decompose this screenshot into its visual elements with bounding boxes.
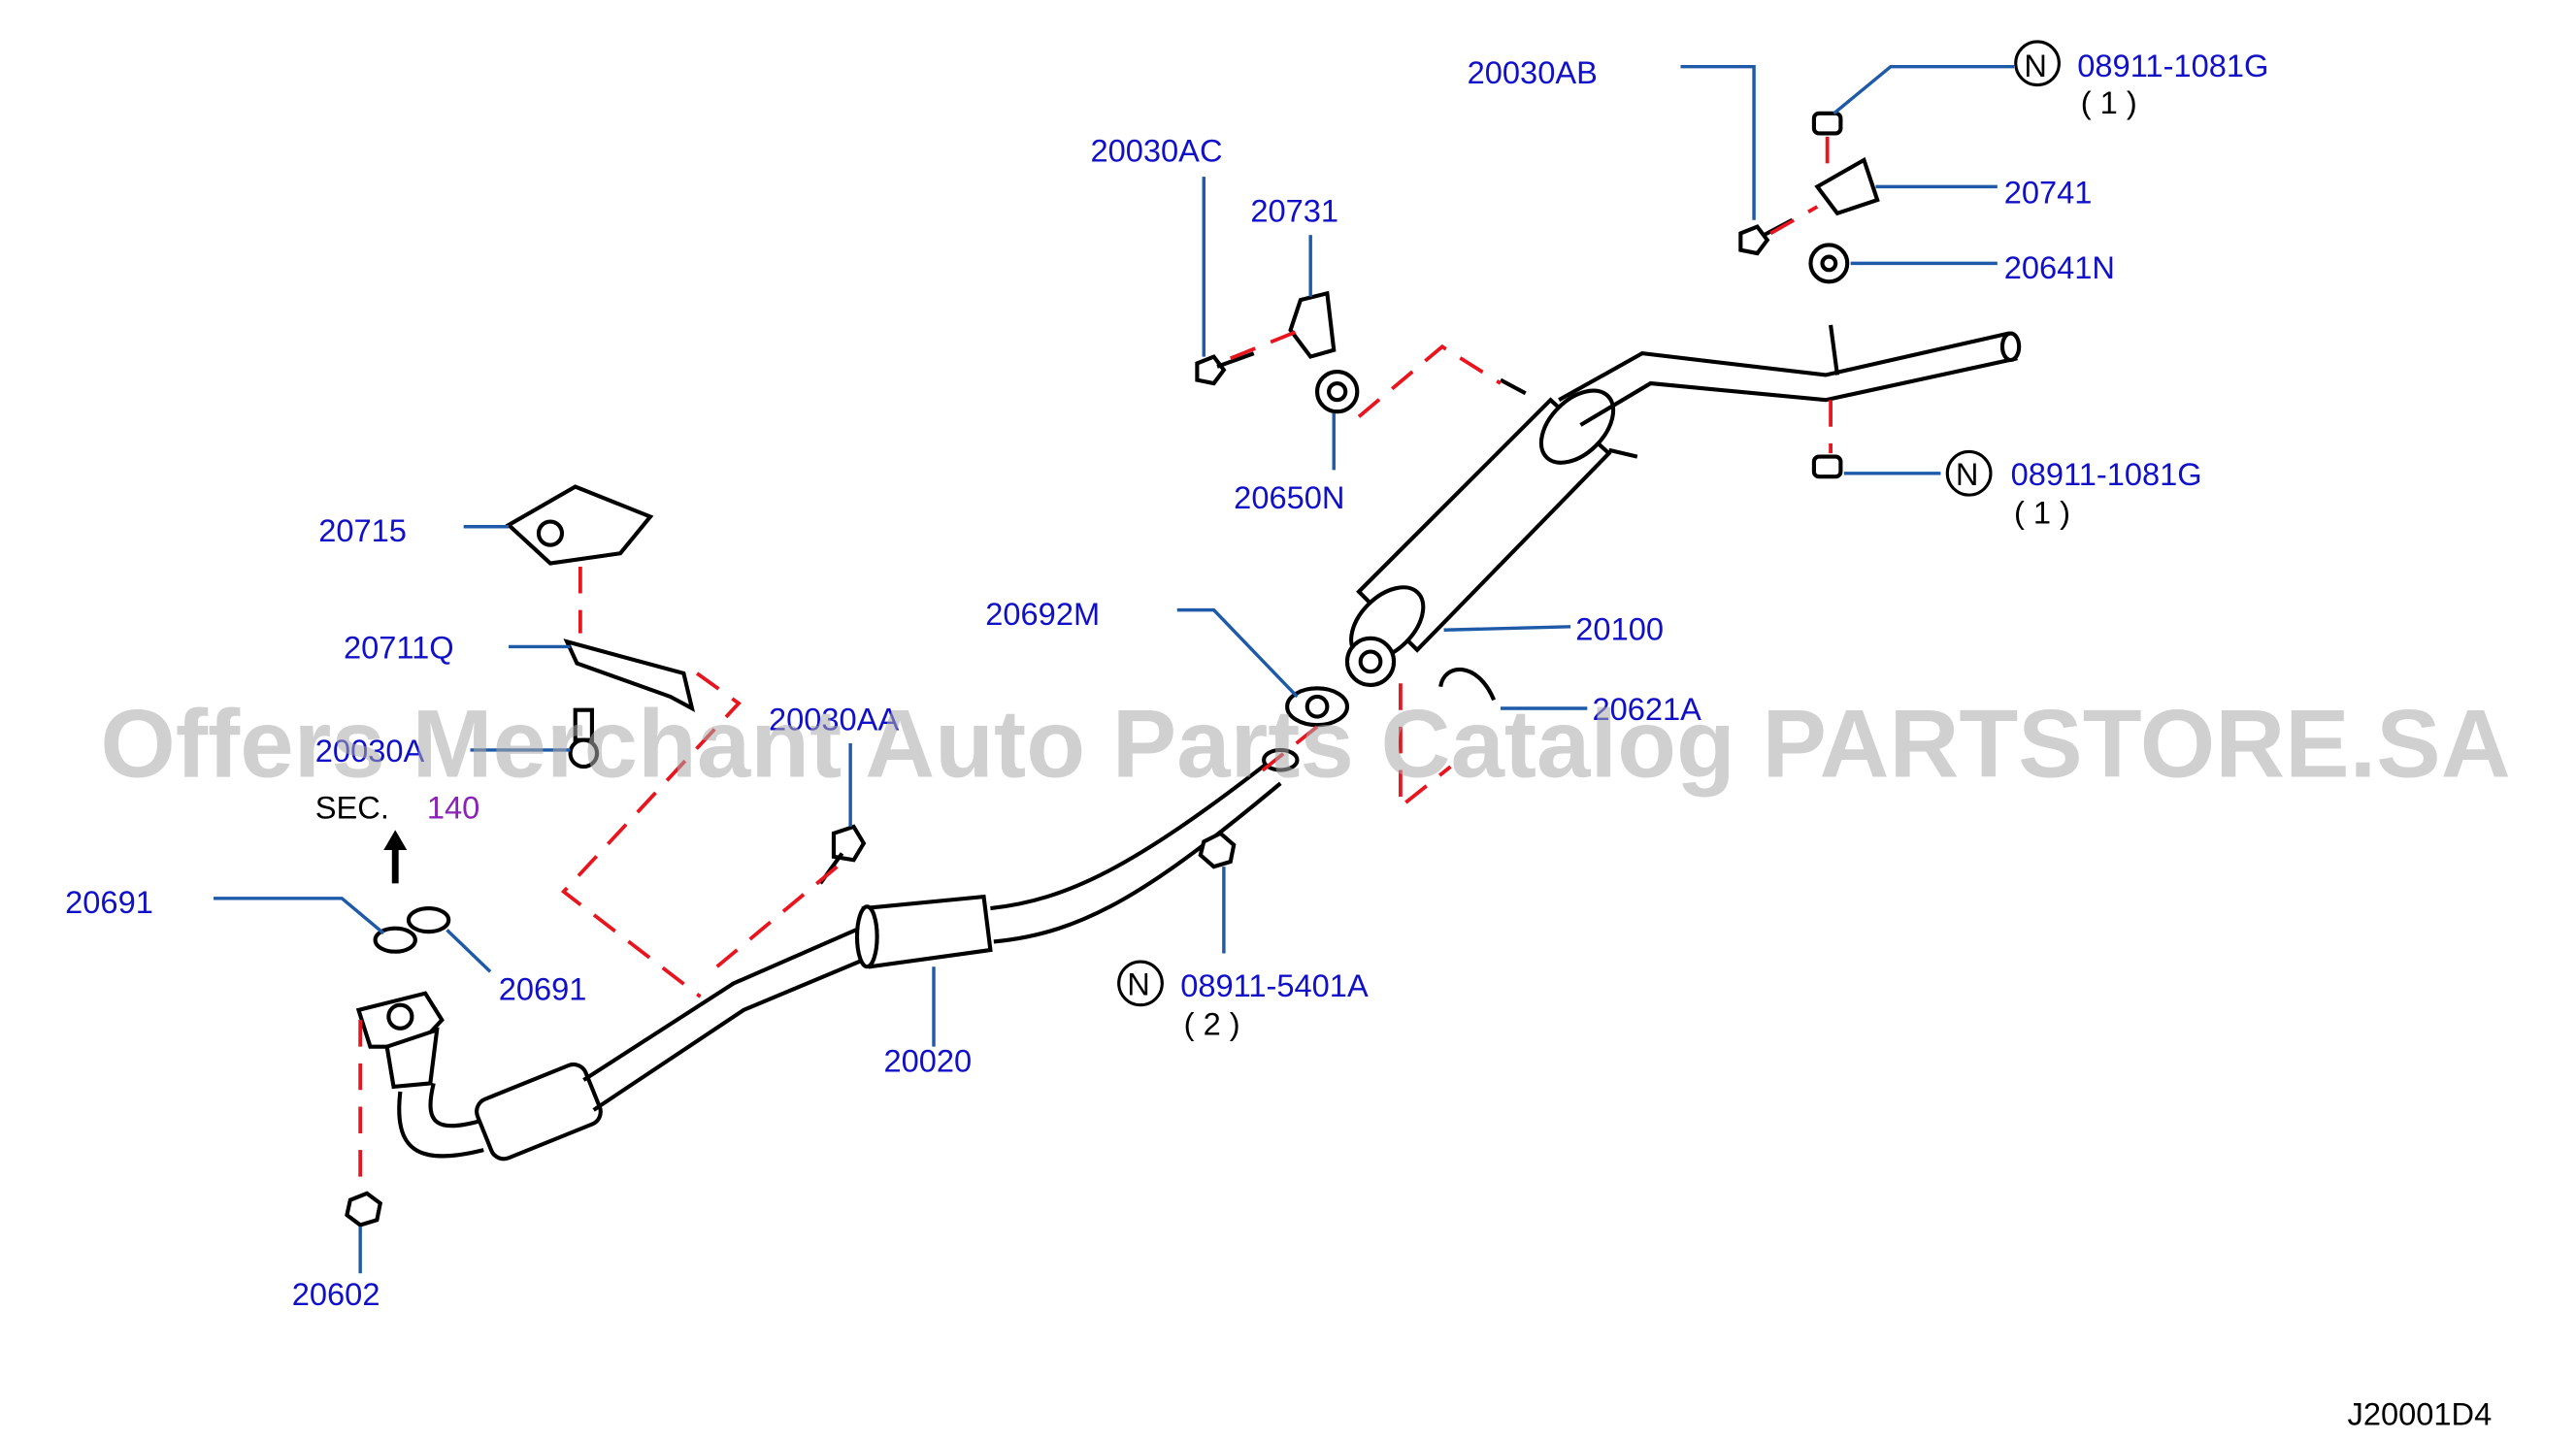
label-20650N: 20650N (1234, 479, 1344, 515)
label-20030AA: 20030AA (769, 701, 899, 736)
drawing-code: J20001D4 (2348, 1396, 2493, 1432)
label-20715: 20715 (318, 512, 407, 548)
label-20602: 20602 (292, 1276, 380, 1312)
part-labels: 20030AB N 08911-1081G ( 1 ) 20741 20641N… (65, 40, 2493, 1432)
n-symbol-bottom-text: N (1127, 965, 1150, 1001)
qty-5401A: ( 2 ) (1184, 1006, 1240, 1042)
label-08911-5401A: 08911-5401A (1180, 967, 1369, 1003)
qty-top: ( 1 ) (2081, 84, 2137, 120)
label-20741: 20741 (2004, 175, 2093, 211)
label-20691-right: 20691 (499, 971, 587, 1007)
n-symbol-top (2014, 40, 2061, 87)
sec-prefix: SEC. (315, 789, 389, 825)
front-tube-assembly (355, 923, 869, 1162)
alignment-dashed-lines (358, 136, 1833, 1187)
label-20030AB: 20030AB (1468, 54, 1598, 90)
label-20711Q: 20711Q (344, 629, 454, 665)
n-symbol-bottom (1117, 960, 1164, 1007)
hangers-and-fasteners (345, 111, 1880, 1227)
label-20100: 20100 (1575, 611, 1664, 647)
label-20692M: 20692M (985, 596, 1100, 632)
main-muffler (1344, 331, 2022, 687)
n-symbol-top-text: N (2024, 48, 2047, 83)
qty-mid: ( 1 ) (2014, 494, 2070, 530)
label-20030A: 20030A (315, 733, 425, 769)
label-20731: 20731 (1250, 192, 1338, 228)
watermark: Offers Merchant Auto Parts Catalog PARTS… (100, 690, 2510, 798)
center-muffler (854, 747, 1300, 969)
label-20691-left: 20691 (65, 884, 153, 920)
label-20030AC: 20030AC (1090, 133, 1222, 169)
leader-lines (214, 64, 2015, 1274)
n-symbol-mid (1945, 449, 1993, 497)
label-20621A: 20621A (1592, 691, 1701, 727)
label-20641N: 20641N (2004, 249, 2115, 285)
sec-number: 140 (427, 789, 479, 825)
label-20020: 20020 (883, 1042, 972, 1078)
n-symbol-mid-text: N (1956, 456, 1979, 492)
label-08911-1081G-top: 08911-1081G (2077, 48, 2268, 83)
label-08911-1081G-mid: 08911-1081G (2011, 456, 2202, 492)
